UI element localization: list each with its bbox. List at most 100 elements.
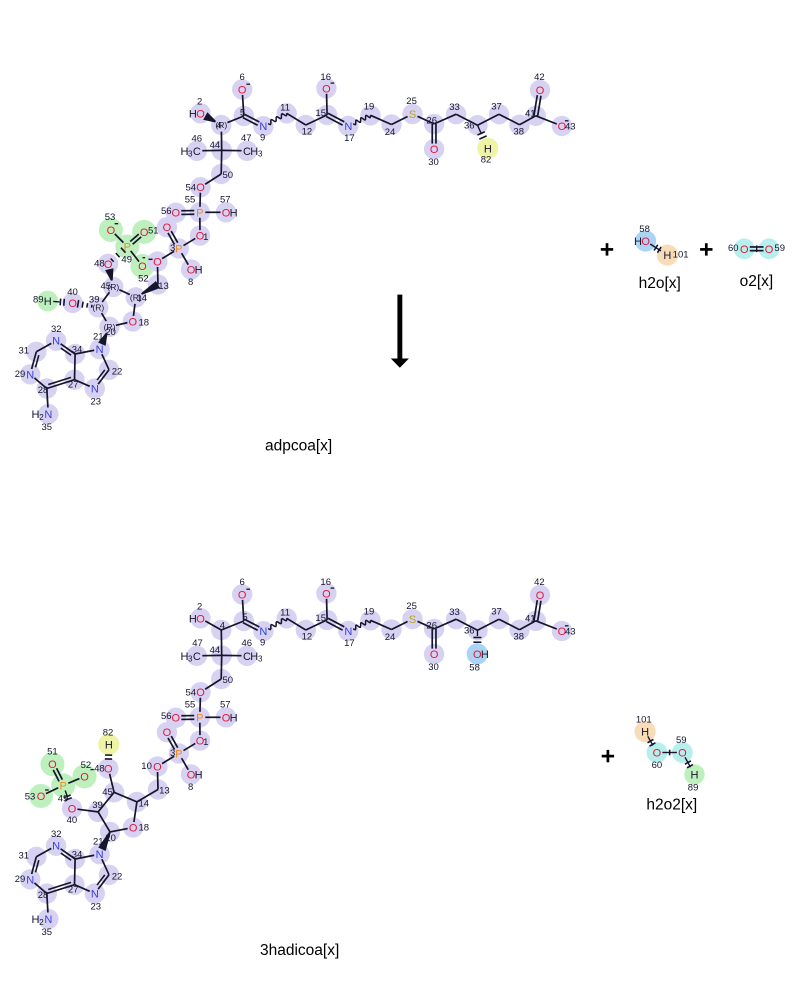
svg-text:33: 33 xyxy=(449,607,460,618)
svg-text:O: O xyxy=(68,298,77,310)
svg-text:54: 54 xyxy=(186,183,197,194)
svg-text:22: 22 xyxy=(112,871,123,882)
svg-text:39: 39 xyxy=(92,800,103,811)
svg-text:27: 27 xyxy=(68,380,79,391)
svg-text:O: O xyxy=(187,769,196,781)
svg-text:21: 21 xyxy=(93,332,104,343)
svg-text:13: 13 xyxy=(158,281,169,292)
svg-text:1: 1 xyxy=(203,232,208,243)
svg-text:N: N xyxy=(96,344,104,356)
svg-text:14: 14 xyxy=(139,799,150,810)
svg-text:(R): (R) xyxy=(215,120,227,130)
svg-text:O: O xyxy=(196,108,205,120)
svg-text:48: 48 xyxy=(94,764,105,775)
svg-text:O: O xyxy=(68,804,77,816)
svg-text:o2[x]: o2[x] xyxy=(740,273,774,290)
svg-text:O: O xyxy=(430,144,439,156)
svg-text:O: O xyxy=(48,759,57,771)
svg-text:51: 51 xyxy=(47,746,58,757)
svg-text:17: 17 xyxy=(344,133,355,144)
svg-text:O: O xyxy=(153,257,162,269)
svg-text:6: 6 xyxy=(240,72,245,83)
svg-text:34: 34 xyxy=(72,850,83,861)
svg-text:H: H xyxy=(230,207,238,219)
svg-text:2: 2 xyxy=(197,96,202,107)
svg-text:29: 29 xyxy=(15,369,26,380)
svg-text:3: 3 xyxy=(170,748,175,759)
svg-text:49: 49 xyxy=(121,255,132,266)
svg-text:P: P xyxy=(196,712,203,724)
svg-text:45: 45 xyxy=(102,787,113,798)
svg-text:N: N xyxy=(259,626,267,638)
svg-text:O: O xyxy=(536,590,545,602)
svg-text:47: 47 xyxy=(192,638,203,649)
svg-text:5: 5 xyxy=(240,107,245,118)
svg-text:1: 1 xyxy=(203,737,208,748)
svg-text:O: O xyxy=(80,771,89,783)
svg-text:O: O xyxy=(322,83,331,95)
svg-text:50: 50 xyxy=(223,170,234,181)
svg-text:O: O xyxy=(322,588,331,600)
svg-text:O: O xyxy=(172,208,181,220)
svg-text:45: 45 xyxy=(101,281,112,292)
svg-text:57: 57 xyxy=(220,699,231,710)
svg-text:5: 5 xyxy=(242,612,247,623)
svg-text:P: P xyxy=(196,207,203,219)
svg-text:38: 38 xyxy=(513,632,524,643)
svg-text:50: 50 xyxy=(223,675,234,686)
svg-text:C: C xyxy=(243,146,251,158)
svg-text:55: 55 xyxy=(185,194,196,205)
svg-text:O: O xyxy=(678,748,687,760)
svg-text:16: 16 xyxy=(320,577,331,588)
svg-text:46: 46 xyxy=(192,133,203,144)
svg-text:(R): (R) xyxy=(92,302,104,312)
svg-text:10: 10 xyxy=(141,761,152,772)
svg-text:59: 59 xyxy=(774,243,785,254)
svg-text:H: H xyxy=(250,146,258,158)
svg-text:30: 30 xyxy=(428,662,439,673)
svg-text:(R): (R) xyxy=(107,282,119,292)
svg-text:O: O xyxy=(163,727,172,739)
svg-text:41: 41 xyxy=(525,109,536,120)
svg-text:25: 25 xyxy=(406,601,417,612)
svg-text:60: 60 xyxy=(652,760,663,771)
svg-text:3: 3 xyxy=(170,243,175,254)
svg-text:H: H xyxy=(230,712,238,724)
svg-text:S: S xyxy=(409,614,416,626)
svg-text:19: 19 xyxy=(364,606,375,617)
svg-text:O: O xyxy=(187,264,196,276)
svg-text:O: O xyxy=(238,589,247,601)
svg-text:8: 8 xyxy=(188,277,193,288)
svg-text:18: 18 xyxy=(139,317,150,328)
svg-text:O: O xyxy=(473,649,482,661)
svg-text:35: 35 xyxy=(42,927,53,938)
svg-text:21: 21 xyxy=(93,837,104,848)
svg-text:H: H xyxy=(691,770,699,782)
svg-text:P: P xyxy=(124,242,131,254)
svg-text:28: 28 xyxy=(38,385,49,396)
svg-text:O: O xyxy=(129,823,138,835)
svg-text:32: 32 xyxy=(51,829,62,840)
svg-text:89: 89 xyxy=(33,295,44,306)
svg-text:N: N xyxy=(52,841,60,853)
svg-text:O: O xyxy=(765,244,774,256)
svg-text:P: P xyxy=(60,780,67,792)
svg-text:9: 9 xyxy=(260,638,265,649)
svg-text:42: 42 xyxy=(534,72,545,83)
svg-text:33: 33 xyxy=(449,102,460,113)
svg-text:43: 43 xyxy=(565,627,576,638)
svg-text:O: O xyxy=(196,231,205,243)
svg-text:O: O xyxy=(222,712,231,724)
svg-text:H: H xyxy=(634,236,642,248)
svg-text:8: 8 xyxy=(188,782,193,793)
svg-text:O: O xyxy=(163,222,172,234)
svg-text:41: 41 xyxy=(525,614,536,625)
svg-text:37: 37 xyxy=(491,607,502,618)
svg-text:O: O xyxy=(222,207,231,219)
svg-text:38: 38 xyxy=(513,127,524,138)
svg-text:H: H xyxy=(250,651,258,663)
svg-text:31: 31 xyxy=(19,851,30,862)
svg-text:4: 4 xyxy=(216,120,221,131)
svg-text:28: 28 xyxy=(38,890,49,901)
svg-text:H: H xyxy=(189,108,197,120)
